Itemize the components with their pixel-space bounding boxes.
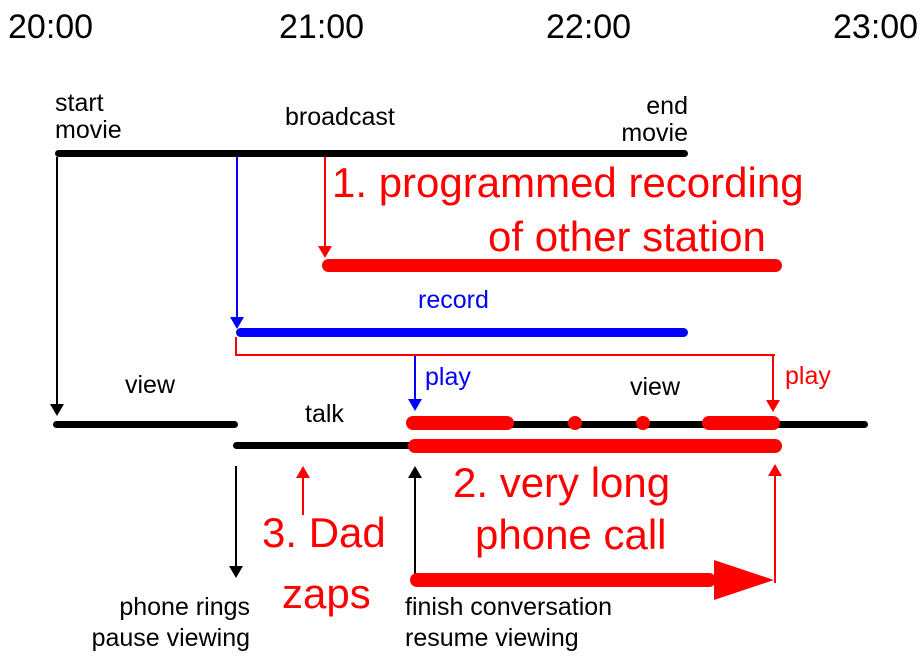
- phone-call-duration-arrowhead-icon: [714, 560, 774, 600]
- time-label-22: 22:00: [546, 8, 632, 46]
- play-recorded-arrow-line: [414, 356, 416, 400]
- end-movie-line1: end: [646, 92, 688, 120]
- talk-line: [233, 442, 415, 449]
- time-label-23: 23:00: [833, 8, 919, 46]
- annotation-recording-line2: of other station: [488, 213, 766, 260]
- pause-viewing-line1: phone rings: [119, 593, 250, 621]
- playback-segment-2: [702, 416, 780, 430]
- record-label: record: [418, 286, 489, 314]
- play-other-arrow-line: [772, 356, 774, 401]
- start-movie-line1: start: [55, 89, 104, 117]
- view-live-label: view: [125, 371, 176, 399]
- resume-viewing-line2: resume viewing: [405, 624, 579, 652]
- record-line: [236, 328, 688, 337]
- annotation-phone-call-line1: 2. very long: [453, 459, 671, 506]
- start-movie-label: start movie: [55, 90, 122, 144]
- play-connector-left-line: [235, 337, 237, 356]
- record-start-arrowhead-icon: [230, 317, 244, 329]
- finish-arrow-line: [414, 477, 416, 577]
- play-connector-horizontal-line: [235, 354, 775, 356]
- resume-viewing-caption: finish conversation resume viewing: [405, 592, 612, 654]
- talk-label: talk: [305, 400, 344, 428]
- time-label-20: 20:00: [8, 8, 94, 46]
- pause-viewing-caption: phone rings pause viewing: [40, 592, 250, 654]
- annotation-zap-line1: 3. Dad: [262, 509, 386, 556]
- resume-arrowhead-icon: [768, 464, 782, 476]
- recording-start-arrowhead-icon: [318, 246, 332, 258]
- start-movie-line2: movie: [55, 116, 122, 144]
- recording-start-arrow-line: [324, 157, 326, 246]
- phone-rings-arrowhead-icon: [229, 566, 243, 578]
- zap-arrowhead-icon: [296, 466, 310, 478]
- playback-dot-1: [568, 416, 582, 430]
- play-recorded-arrowhead-icon: [408, 399, 422, 411]
- annotation-recording-line1: 1. programmed recording: [332, 159, 804, 206]
- view-playback-label: view: [630, 373, 681, 401]
- resume-arrow-line: [774, 475, 776, 583]
- playback-dot-2: [636, 416, 650, 430]
- annotation-zap-line2: zaps: [282, 570, 371, 617]
- other-station-recording-line: [322, 259, 782, 272]
- time-label-21: 21:00: [279, 8, 365, 46]
- play-other-arrowhead-icon: [766, 400, 780, 412]
- broadcast-line: [55, 150, 688, 157]
- phone-call-line: [408, 439, 782, 453]
- start-view-arrow-line: [56, 157, 58, 404]
- zap-arrow-line: [302, 477, 304, 515]
- play-recorded-label: play: [425, 363, 471, 391]
- broadcast-label: broadcast: [285, 103, 395, 131]
- record-start-arrow-line: [236, 157, 238, 317]
- playback-segment-1: [406, 416, 514, 430]
- end-movie-line2: movie: [621, 119, 688, 147]
- finish-arrowhead-icon: [408, 466, 422, 478]
- end-movie-label: end movie: [590, 93, 688, 147]
- annotation-phone-call-line2: phone call: [475, 511, 667, 558]
- phone-rings-arrow-line: [235, 466, 237, 566]
- view-live-line: [53, 421, 238, 428]
- phone-call-duration-arrow-shaft: [410, 573, 716, 587]
- play-other-label: play: [785, 362, 831, 390]
- resume-viewing-line1: finish conversation: [405, 593, 613, 621]
- start-view-arrowhead-icon: [50, 404, 64, 416]
- pause-viewing-line2: pause viewing: [91, 624, 250, 652]
